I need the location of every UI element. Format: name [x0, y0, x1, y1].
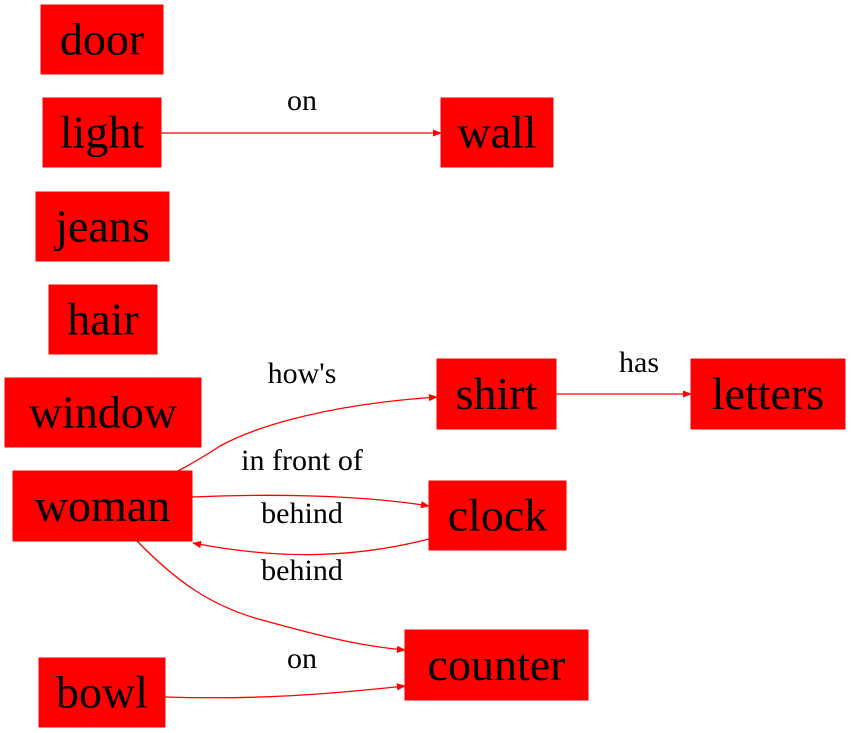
node-box: [40, 4, 164, 75]
node-label: light: [60, 107, 145, 158]
edge-label: on: [287, 642, 317, 675]
node-shirt: shirt: [436, 358, 557, 430]
node-label: shirt: [456, 368, 538, 419]
node-label: door: [60, 14, 144, 65]
node-box: [48, 284, 158, 355]
node-layer: door light wall jeans hair window shirt letters…: [4, 4, 846, 728]
edge-woman-shirt: how's: [175, 357, 438, 473]
node-label: wall: [457, 107, 536, 158]
node-woman: woman: [12, 470, 193, 542]
node-box: [35, 191, 170, 262]
node-label: hair: [67, 294, 139, 345]
node-box: [436, 358, 557, 430]
node-label: bowl: [56, 667, 148, 718]
edge-arrow: [175, 393, 438, 473]
edge-label: has: [619, 346, 659, 379]
node-box: [4, 377, 202, 448]
node-bowl: bowl: [38, 657, 166, 728]
node-door: door: [40, 4, 164, 75]
edge-arrow: [191, 494, 430, 509]
edge-woman-clock: in front of: [191, 444, 430, 509]
node-box: [690, 358, 846, 430]
node-label: woman: [35, 480, 170, 531]
edge-label: in front of: [241, 444, 363, 477]
node-letters: letters: [690, 358, 846, 430]
edge-bowl-counter: on: [164, 642, 406, 699]
edge-label: on: [287, 84, 317, 117]
node-box: [428, 480, 567, 551]
edge-arrow: [164, 683, 406, 699]
edge-woman-counter: behind: [136, 540, 406, 653]
node-light: light: [42, 97, 162, 168]
node-box: [42, 97, 162, 168]
node-label: counter: [428, 639, 566, 690]
node-window: window: [4, 377, 202, 448]
node-jeans: jeans: [35, 191, 170, 262]
edge-label: behind: [261, 554, 343, 587]
edge-label: how's: [268, 357, 337, 390]
node-hair: hair: [48, 284, 158, 355]
node-counter: counter: [404, 629, 589, 701]
edge-arrow: [136, 540, 406, 653]
edge-layer: on how's has in front of behind behind on: [136, 84, 692, 699]
edge-light-wall: on: [161, 84, 442, 137]
edge-label: behind: [261, 497, 343, 530]
edge-shirt-letters: has: [556, 346, 692, 398]
node-label: jeans: [53, 201, 150, 252]
node-box: [12, 470, 193, 542]
node-box: [404, 629, 589, 701]
edge-clock-woman: behind: [192, 497, 430, 556]
node-wall: wall: [440, 97, 554, 168]
node-label: letters: [712, 368, 824, 419]
node-box: [440, 97, 554, 168]
edge-arrow: [192, 538, 430, 556]
node-clock: clock: [428, 480, 567, 551]
node-label: clock: [448, 490, 548, 541]
node-label: window: [29, 387, 178, 438]
node-box: [38, 657, 166, 728]
